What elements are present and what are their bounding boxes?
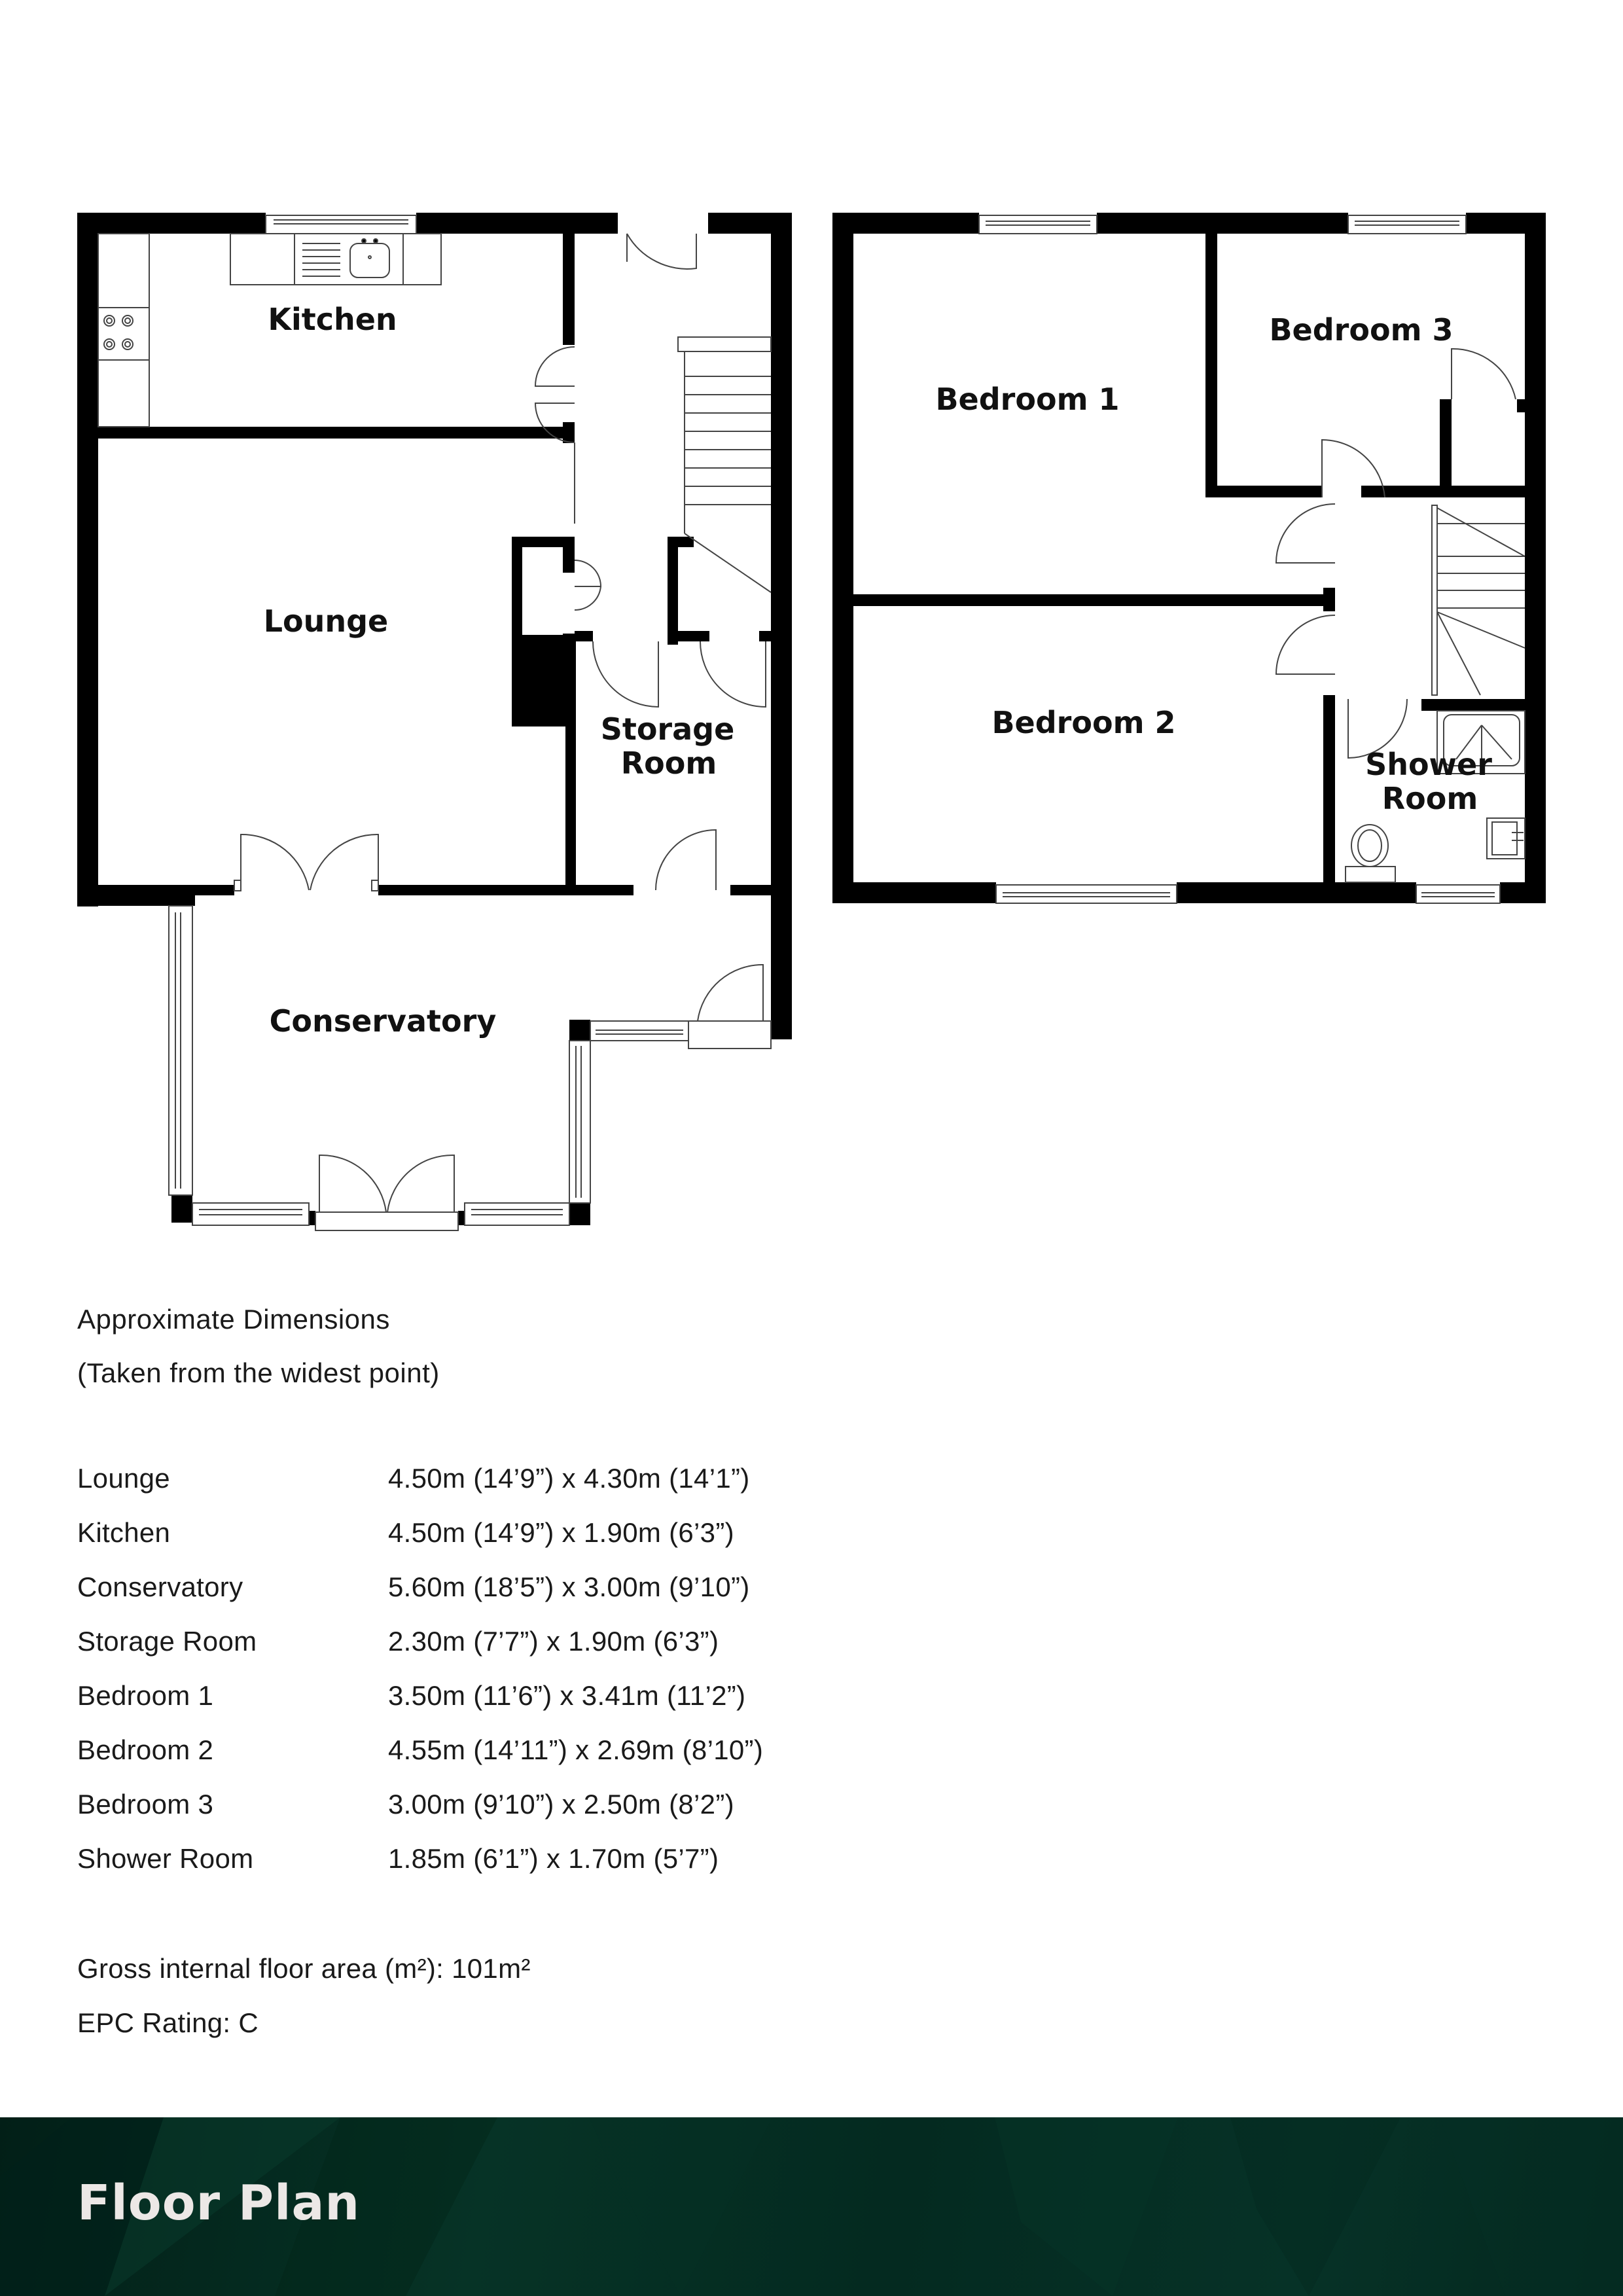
- room-name: Bedroom 2: [77, 1734, 214, 1765]
- room-label-kitchen: Kitchen: [268, 302, 397, 337]
- floor-plan-drawing: Kitchen Lounge Storage Room Conservatory: [77, 213, 1546, 1231]
- room-name: Kitchen: [77, 1516, 171, 1548]
- footer-banner: Floor Plan: [0, 2117, 1623, 2296]
- gross-floor-area: Gross internal floor area (m²): 101m²: [77, 1953, 531, 1984]
- room-name: Storage Room: [77, 1625, 257, 1657]
- dimensions-table: Lounge 4.50m (14’9”) x 4.30m (14’1”) Kitc…: [77, 1451, 763, 1886]
- room-name: Bedroom 1: [77, 1679, 214, 1711]
- dimensions-subheading: (Taken from the widest point): [77, 1357, 440, 1388]
- room-size: 3.50m (11’6”) x 3.41m (11’2”): [388, 1679, 746, 1711]
- faceted-background-decoration: [0, 2117, 1623, 2296]
- room-label-storage-line1: Storage: [601, 711, 735, 747]
- first-floor-fixtures: [978, 215, 1525, 904]
- room-label-bedroom-1: Bedroom 1: [935, 382, 1119, 417]
- first-floor-plan: [832, 213, 1546, 903]
- table-row: Kitchen 4.50m (14’9”) x 1.90m (6’3”): [77, 1505, 763, 1560]
- room-label-storage-line2: Room: [621, 745, 717, 781]
- epc-rating: EPC Rating: C: [77, 2007, 259, 2038]
- room-label-bedroom-3: Bedroom 3: [1269, 312, 1453, 348]
- table-row: Bedroom 1 3.50m (11’6”) x 3.41m (11’2”): [77, 1668, 763, 1723]
- table-row: Bedroom 3 3.00m (9’10”) x 2.50m (8’2”): [77, 1777, 763, 1831]
- footer-title: Floor Plan: [77, 2175, 361, 2231]
- room-name: Lounge: [77, 1462, 170, 1494]
- room-size: 2.30m (7’7”) x 1.90m (6’3”): [388, 1625, 719, 1657]
- room-size: 4.50m (14’9”) x 1.90m (6’3”): [388, 1516, 734, 1548]
- room-name: Bedroom 3: [77, 1788, 214, 1820]
- room-label-bedroom-2: Bedroom 2: [991, 705, 1175, 740]
- room-name: Shower Room: [77, 1842, 254, 1874]
- room-label-shower-line1: Shower: [1365, 747, 1492, 782]
- room-size: 1.85m (6’1”) x 1.70m (5’7”): [388, 1842, 719, 1874]
- table-row: Bedroom 2 4.55m (14’11”) x 2.69m (8’10”): [77, 1723, 763, 1777]
- dimensions-heading: Approximate Dimensions: [77, 1304, 390, 1335]
- room-label-shower-line2: Room: [1382, 781, 1478, 816]
- room-size: 4.50m (14’9”) x 4.30m (14’1”): [388, 1462, 750, 1494]
- dimensions-section: Approximate Dimensions (Taken from the w…: [77, 1306, 993, 2050]
- ground-floor-fixtures: [98, 215, 772, 1231]
- table-row: Conservatory 5.60m (18’5”) x 3.00m (9’10”…: [77, 1560, 763, 1614]
- room-size: 5.60m (18’5”) x 3.00m (9’10”): [388, 1571, 750, 1602]
- room-label-lounge: Lounge: [264, 603, 389, 639]
- room-label-conservatory: Conservatory: [270, 1003, 497, 1039]
- ground-floor-plan: [77, 213, 792, 1225]
- table-row: Lounge 4.50m (14’9”) x 4.30m (14’1”): [77, 1451, 763, 1505]
- room-size: 3.00m (9’10”) x 2.50m (8’2”): [388, 1788, 734, 1820]
- room-name: Conservatory: [77, 1571, 243, 1602]
- summary-info: Gross internal floor area (m²): 101m² EP…: [77, 1941, 993, 2050]
- table-row: Storage Room 2.30m (7’7”) x 1.90m (6’3”): [77, 1614, 763, 1668]
- room-size: 4.55m (14’11”) x 2.69m (8’10”): [388, 1734, 764, 1765]
- table-row: Shower Room 1.85m (6’1”) x 1.70m (5’7”): [77, 1831, 763, 1886]
